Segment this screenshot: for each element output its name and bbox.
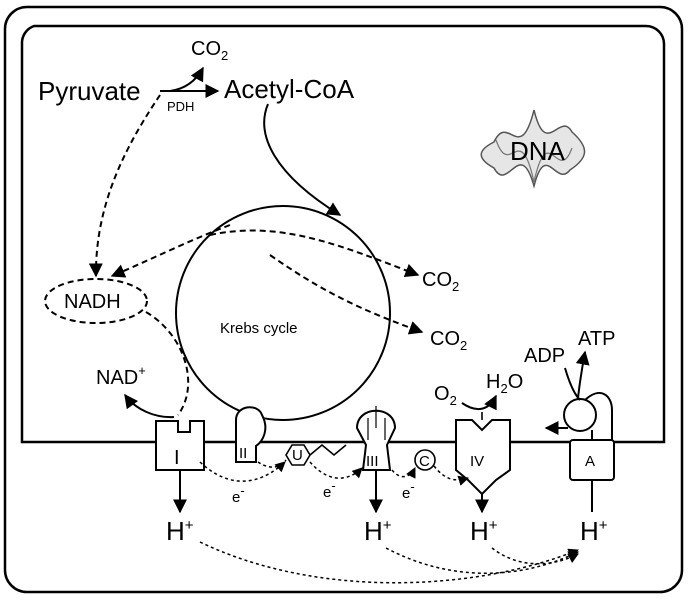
pdh-label: PDH [167, 99, 194, 114]
acetyl-coa-label: Acetyl-CoA [224, 74, 355, 104]
complex-iv-label: IV [470, 453, 484, 470]
dna-icon: DNA [480, 109, 586, 189]
adp-to-atp-arrow [564, 352, 585, 401]
electron-path-1 [199, 461, 286, 482]
nad-plus-label: NAD+ [96, 363, 146, 389]
electron-label-2: e- [323, 478, 336, 501]
pyruvate-label: Pyruvate [38, 76, 141, 106]
pdh-co2-arrow [169, 66, 204, 92]
complex1-to-nad-arrow [124, 393, 175, 419]
electron-label-1: e- [232, 483, 245, 506]
ubiquinone-label: U [292, 447, 303, 464]
complex-ii: II [235, 406, 267, 463]
complex-i: I [155, 420, 205, 471]
inner-membrane [20, 24, 666, 444]
electron-path-5 [433, 465, 470, 486]
proton-label-3: H+ [364, 516, 392, 546]
cytochrome-c: C [414, 449, 436, 471]
electron-path-2 [257, 459, 287, 468]
co2-krebs-2-label: CO2 [430, 328, 467, 353]
cytochrome-c-label: C [419, 453, 430, 470]
krebs-co2-1-arrow [209, 229, 420, 278]
complex-iii-label: III [366, 453, 379, 470]
krebs-cycle [175, 205, 391, 421]
proton-return-4 [491, 547, 579, 565]
nadh-to-complex1-arrow [145, 311, 190, 416]
nadh-label: NADH [64, 291, 121, 313]
electron-label-3: e- [402, 479, 415, 502]
outer-membrane [3, 5, 684, 594]
complex-ii-label: II [239, 445, 247, 462]
acetyl-coa-to-krebs-arrow [263, 103, 342, 216]
atp-label: ATP [578, 328, 615, 350]
nadh-pool [44, 278, 148, 324]
o2-label: O2 [434, 383, 457, 408]
atp-synthase-label: A [585, 453, 595, 470]
electron-path-3 [309, 461, 363, 479]
proton-return-1 [199, 541, 579, 584]
co2-top-label: CO2 [191, 38, 228, 63]
proton-label-4: H+ [470, 516, 498, 546]
complex-iii: III [355, 406, 397, 471]
proton-return-3 [385, 547, 579, 574]
krebs-co2-2-arrow [269, 254, 424, 335]
atp-synthase: A [563, 392, 615, 481]
electron-path-4 [391, 467, 416, 479]
ubiquinone: U [285, 443, 347, 466]
adp-label: ADP [524, 345, 565, 367]
dna-label: DNA [510, 136, 566, 166]
krebs-cycle-label: Krebs cycle [220, 320, 298, 337]
complex-i-label: I [174, 447, 180, 469]
o2-to-h2o-arrow [461, 394, 497, 411]
proton-label-1: H+ [166, 516, 194, 546]
pdh-to-nadh-arrow [88, 94, 161, 278]
co2-krebs-1-label: CO2 [422, 269, 459, 294]
complex-iv: IV [455, 419, 511, 496]
proton-label-a: H+ [580, 516, 608, 546]
h2o-label: H2O [486, 371, 523, 396]
krebs-to-nadh-arrow [110, 224, 231, 278]
